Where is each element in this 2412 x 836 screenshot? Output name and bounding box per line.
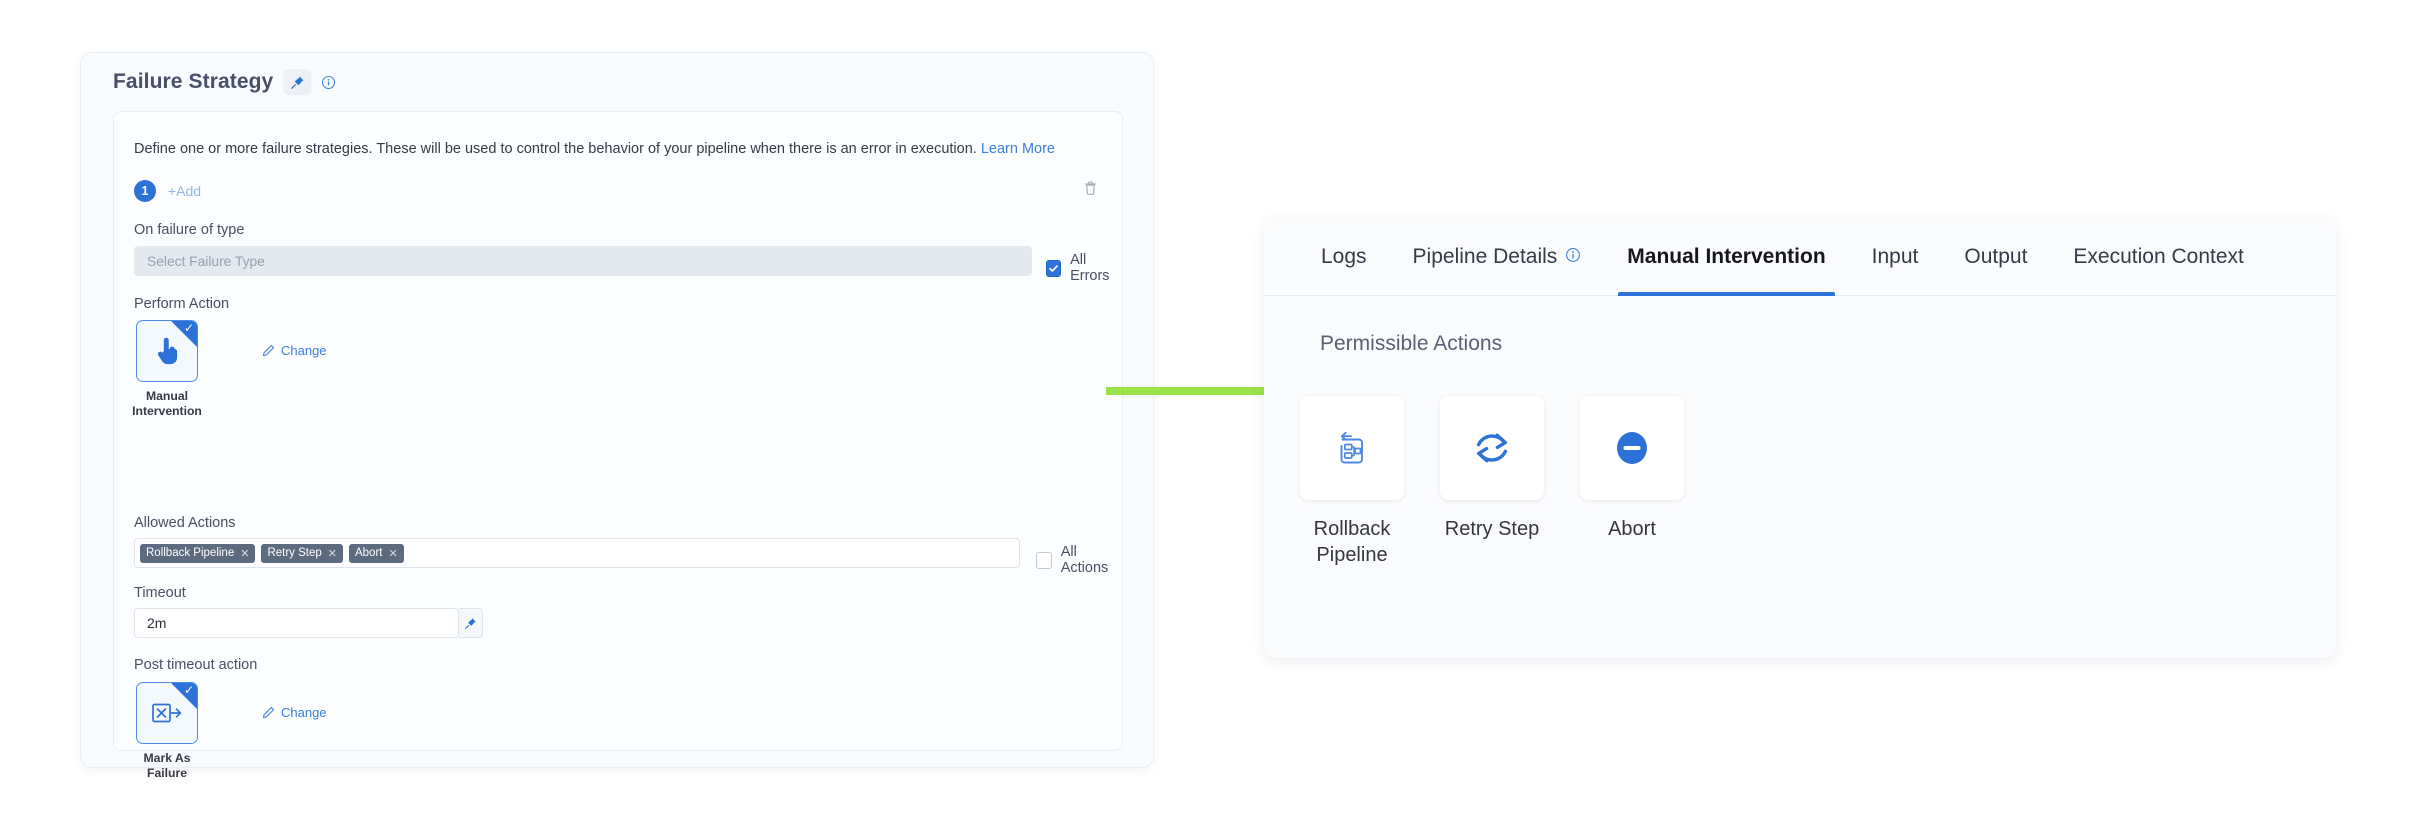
info-circle-icon[interactable] xyxy=(1565,245,1581,269)
tab-label: Manual Intervention xyxy=(1627,244,1826,268)
allowed-actions-label: Allowed Actions xyxy=(134,515,236,531)
action-label: Rollback Pipeline xyxy=(1313,518,1391,566)
action-abort[interactable]: Abort xyxy=(1580,396,1684,568)
tab-output[interactable]: Output xyxy=(1941,218,2050,296)
chip-retry-step[interactable]: Retry Step ✕ xyxy=(261,543,343,563)
page-title: Failure Strategy xyxy=(113,70,274,93)
chip-rollback-pipeline[interactable]: Rollback Pipeline ✕ xyxy=(140,543,256,563)
execution-details-panel: Logs Pipeline Details Manual Interventio… xyxy=(1264,218,2336,658)
permissible-actions-list: Rollback Pipeline Retry Step xyxy=(1300,396,1684,568)
mark-as-failure-label: Mark As Failure xyxy=(143,751,191,781)
change-label: Change xyxy=(281,705,327,720)
all-errors-checkbox[interactable] xyxy=(1046,259,1062,277)
tab-logs[interactable]: Logs xyxy=(1298,218,1390,296)
action-label: Abort xyxy=(1608,518,1656,540)
action-rollback-pipeline[interactable]: Rollback Pipeline xyxy=(1300,396,1404,568)
chip-remove-icon[interactable]: ✕ xyxy=(327,547,337,560)
selected-corner xyxy=(171,683,197,709)
timeout-label: Timeout xyxy=(134,585,186,601)
pencil-icon xyxy=(262,706,275,719)
perform-action-change-button[interactable]: Change xyxy=(262,343,327,358)
tab-label: Input xyxy=(1871,244,1919,268)
failure-strategy-card: Failure Strategy Define one or more fail… xyxy=(80,52,1154,780)
tab-manual-intervention[interactable]: Manual Intervention xyxy=(1604,218,1848,296)
post-timeout-change-button[interactable]: Change xyxy=(262,705,327,720)
tab-label: Execution Context xyxy=(2073,244,2244,268)
post-timeout-label: Post timeout action xyxy=(134,657,258,673)
perform-action-tile-wrap: ✓ Manual Intervention xyxy=(132,320,207,420)
strategy-index-badge[interactable]: 1 xyxy=(134,180,156,202)
all-errors-checkbox-row[interactable]: All Errors xyxy=(1046,252,1122,284)
failure-type-placeholder: Select Failure Type xyxy=(147,253,265,269)
trash-icon[interactable] xyxy=(1083,180,1098,201)
on-failure-label: On failure of type xyxy=(134,222,245,238)
chip-remove-icon[interactable]: ✕ xyxy=(388,547,398,560)
action-retry-step[interactable]: Retry Step xyxy=(1440,396,1544,568)
all-actions-label: All Actions xyxy=(1060,544,1109,576)
description-text: Define one or more failure strategies. T… xyxy=(134,140,1055,159)
retry-refresh-icon xyxy=(1476,433,1508,463)
perform-action-label: Perform Action xyxy=(134,296,230,312)
manual-intervention-label: Manual Intervention xyxy=(132,389,202,419)
rollback-pipeline-icon xyxy=(1340,431,1363,464)
action-card[interactable] xyxy=(1440,396,1544,500)
description-sentence: Define one or more failure strategies. T… xyxy=(134,141,977,157)
chip-label: Abort xyxy=(354,547,383,559)
action-label: Retry Step xyxy=(1444,518,1540,540)
hand-pointer-icon xyxy=(157,337,178,365)
selected-corner xyxy=(171,321,197,347)
failure-strategy-body: Define one or more failure strategies. T… xyxy=(113,111,1123,780)
chip-label: Retry Step xyxy=(267,547,322,559)
tab-input[interactable]: Input xyxy=(1849,218,1942,296)
timeout-input[interactable]: 2m xyxy=(134,608,459,638)
add-strategy-button[interactable]: +Add xyxy=(168,183,202,199)
tab-label: Pipeline Details xyxy=(1412,244,1558,268)
all-actions-checkbox[interactable] xyxy=(1036,551,1052,569)
failure-type-select[interactable]: Select Failure Type xyxy=(134,246,1032,276)
action-card[interactable] xyxy=(1300,396,1404,500)
info-circle-icon[interactable] xyxy=(321,75,336,90)
learn-more-link[interactable]: Learn More xyxy=(980,141,1055,157)
pencil-icon xyxy=(262,344,275,357)
check-icon: ✓ xyxy=(183,683,194,697)
all-errors-label: All Errors xyxy=(1070,252,1110,284)
strategy-index-row: 1 +Add xyxy=(134,180,201,202)
check-icon: ✓ xyxy=(183,321,194,335)
chip-label: Rollback Pipeline xyxy=(146,547,235,559)
timeout-value: 2m xyxy=(147,615,167,631)
mark-as-failure-tile[interactable]: ✓ xyxy=(136,682,198,744)
mark-as-failure-icon xyxy=(152,703,182,723)
tab-execution-context[interactable]: Execution Context xyxy=(2050,218,2266,296)
chip-remove-icon[interactable]: ✕ xyxy=(240,547,250,560)
all-actions-checkbox-row[interactable]: All Actions xyxy=(1036,544,1122,576)
pin-icon xyxy=(464,617,476,629)
tab-pipeline-details[interactable]: Pipeline Details xyxy=(1390,218,1605,296)
change-label: Change xyxy=(281,343,327,358)
abort-minus-circle-icon xyxy=(1617,432,1647,464)
allowed-actions-input[interactable]: Rollback Pipeline ✕ Retry Step ✕ Abort ✕ xyxy=(134,538,1020,568)
tab-label: Logs xyxy=(1321,244,1367,268)
permissible-actions-title: Permissible Actions xyxy=(1320,332,1503,355)
action-card[interactable] xyxy=(1580,396,1684,500)
pin-icon[interactable] xyxy=(283,69,312,95)
timeout-pin-button[interactable] xyxy=(459,608,483,638)
post-timeout-tile-wrap: ✓ Mark As Failure xyxy=(136,682,207,782)
tab-label: Output xyxy=(1964,244,2028,268)
chip-abort[interactable]: Abort ✕ xyxy=(348,543,404,563)
failure-strategy-header: Failure Strategy xyxy=(113,69,336,95)
manual-intervention-tile[interactable]: ✓ xyxy=(136,320,198,382)
tab-bar: Logs Pipeline Details Manual Interventio… xyxy=(1264,218,2336,296)
